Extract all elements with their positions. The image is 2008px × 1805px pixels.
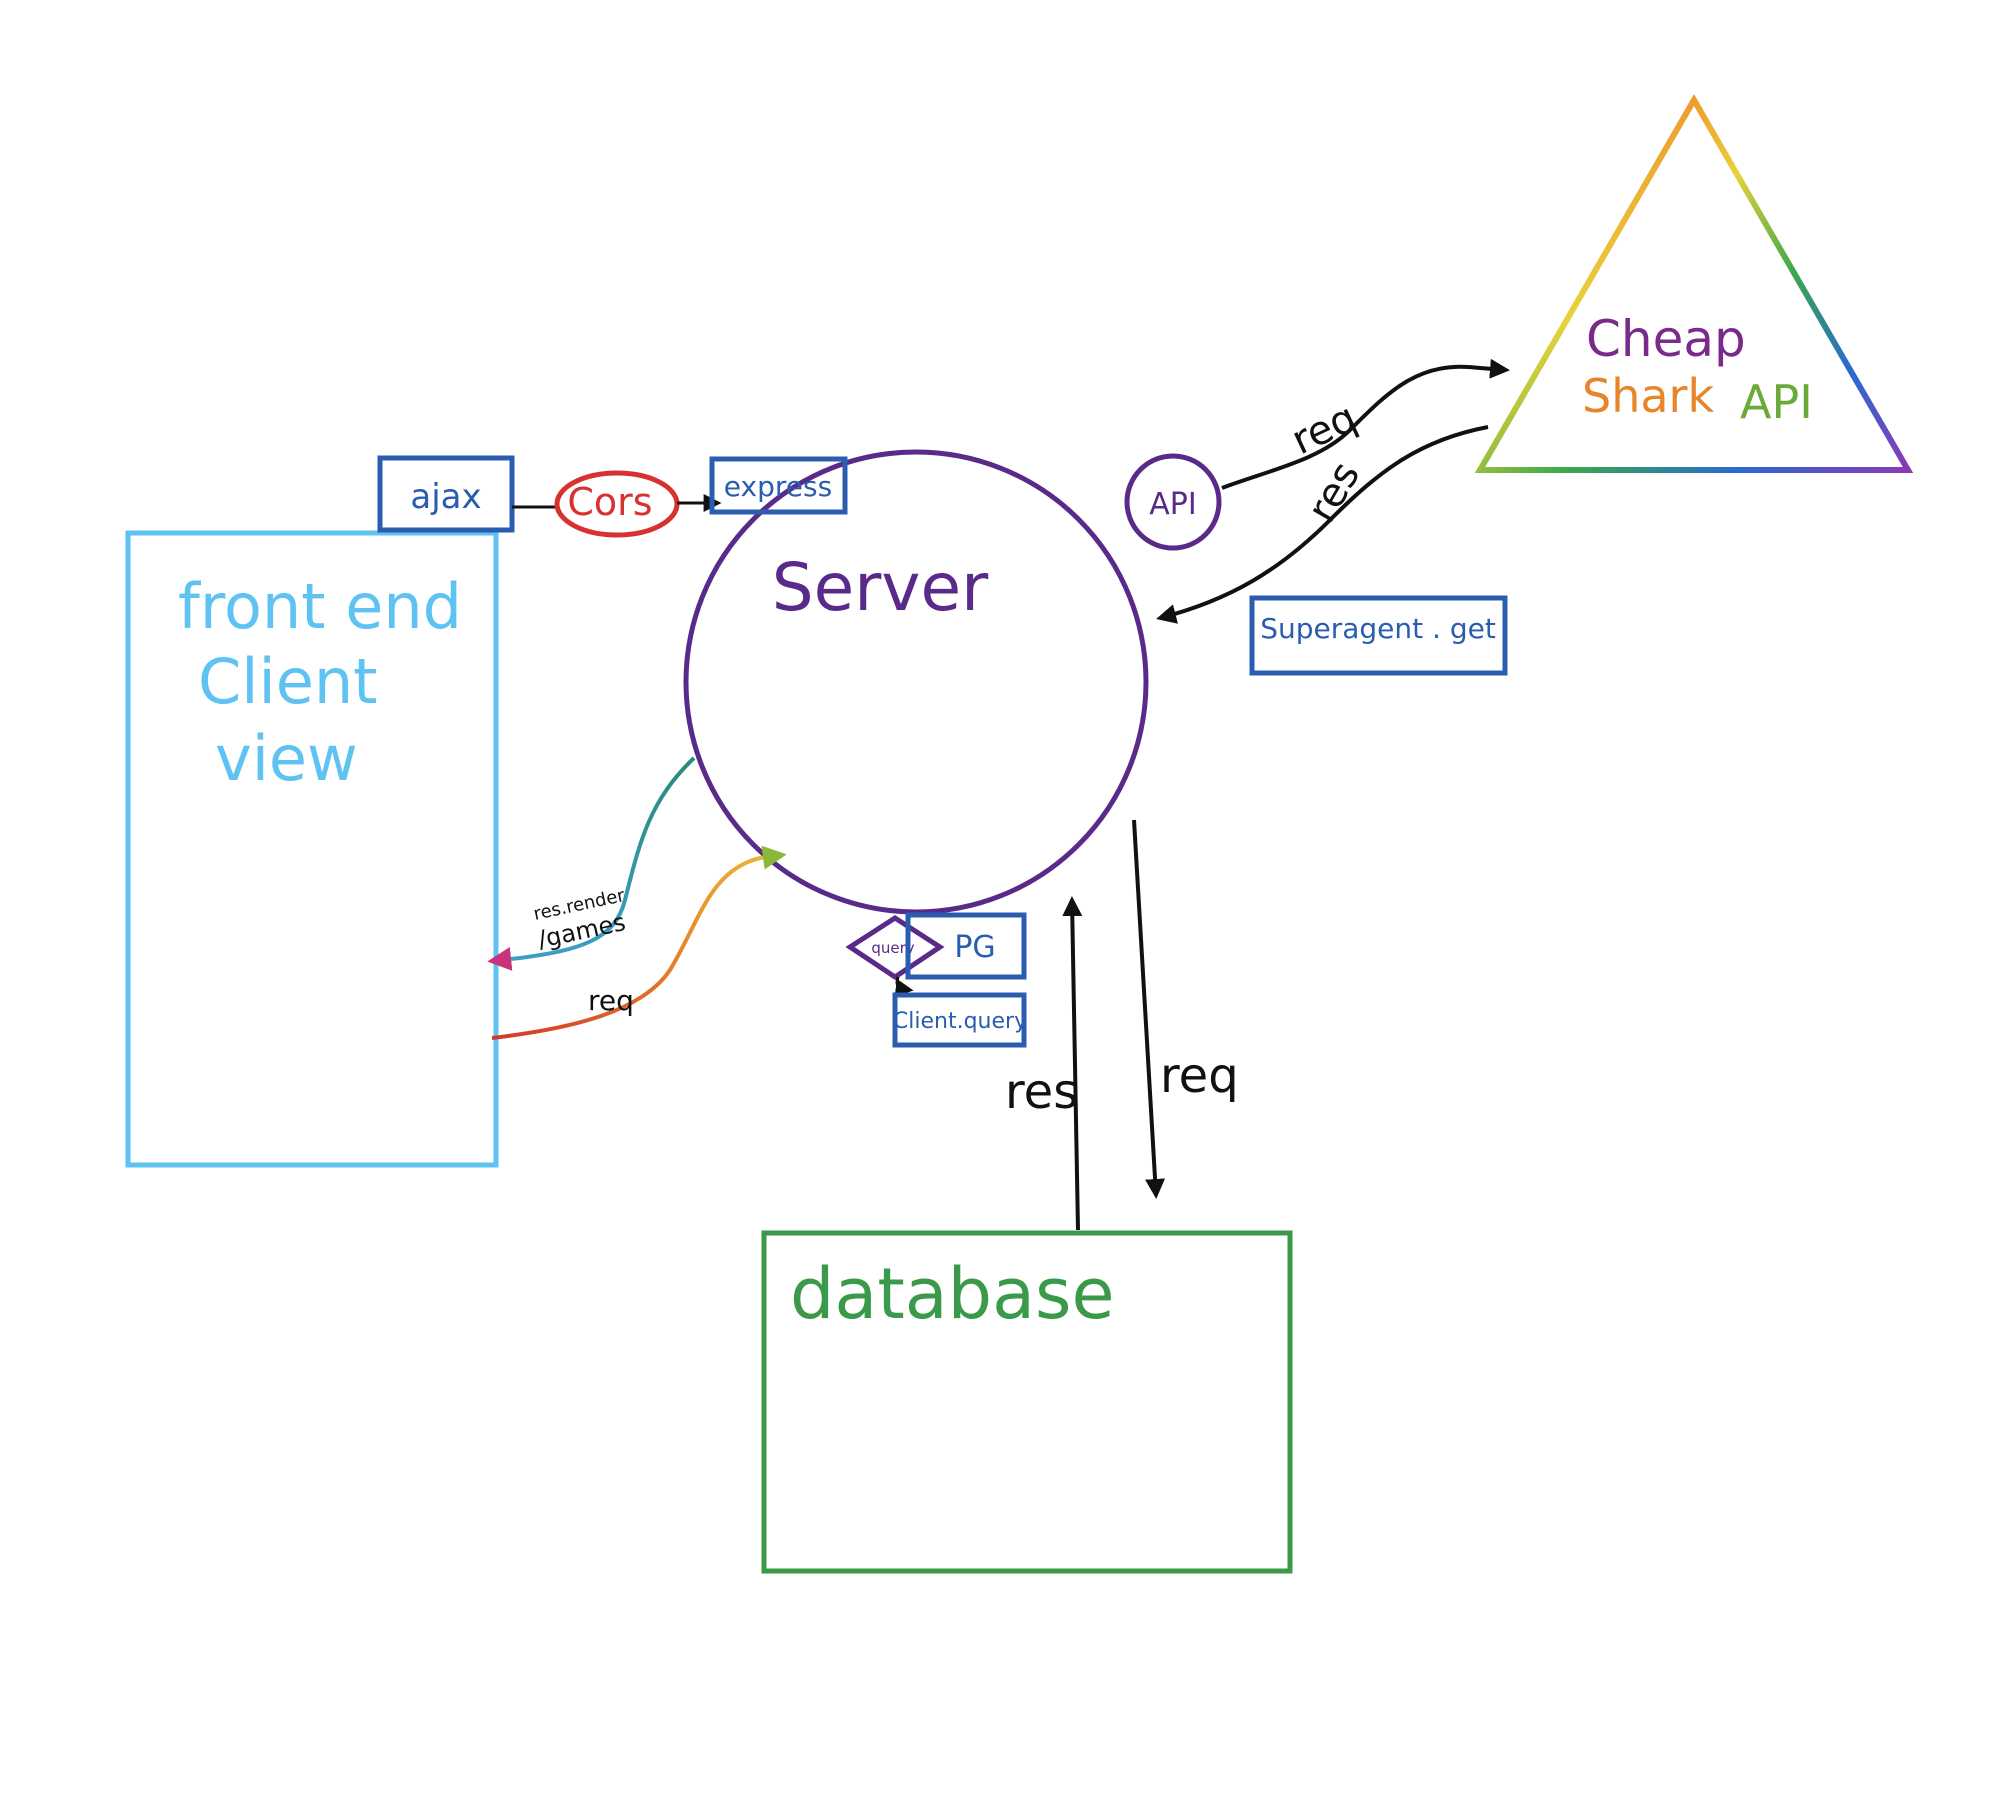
res-from-cheapshark-label: res [1299, 454, 1369, 530]
pg-node: PG [905, 912, 1027, 980]
express-label: express [724, 470, 832, 503]
server-label: Server [772, 549, 989, 626]
frontend-label-line3: view [215, 722, 358, 795]
req-to-database-arrow [1132, 819, 1166, 1199]
req-to-cheapshark-label: req [1285, 395, 1364, 464]
client-query-node: Client.query [892, 992, 1027, 1048]
client-query-box [892, 992, 1027, 1048]
client-query-label: Client.query [893, 1009, 1027, 1034]
server-circle [683, 449, 1149, 915]
cheapshark-api-node: Cheap Shark API [1474, 94, 1914, 473]
frontend-label-line1: front end [178, 570, 462, 643]
api-node: API [1124, 453, 1222, 551]
express-box [709, 456, 848, 515]
superagent-node: Superagent . get [1249, 595, 1508, 676]
query-diamond-label: query [871, 939, 914, 957]
server-node: Server [683, 449, 1149, 915]
cheapshark-label-api: API [1740, 375, 1813, 429]
ajax-node: ajax [377, 455, 515, 533]
cheapshark-label-cheap: Cheap [1586, 310, 1746, 368]
ajax-label: ajax [410, 477, 481, 517]
cors-node: Cors [554, 470, 680, 538]
req-from-client-arrow [491, 845, 787, 1040]
frontend-client-node: front end Client view [125, 530, 499, 1168]
query-node: query [845, 915, 945, 981]
res-from-database-label: res [1005, 1064, 1078, 1120]
ajax-box [377, 455, 515, 533]
superagent-box [1249, 595, 1508, 676]
req-from-client-label: req [588, 984, 634, 1017]
database-label: database [790, 1253, 1115, 1335]
query-diamond [845, 915, 945, 981]
req-to-database-label: req [1160, 1048, 1239, 1104]
res-from-database-arrow [1062, 896, 1083, 1231]
api-circle [1124, 453, 1222, 551]
superagent-label: Superagent . get [1260, 612, 1496, 645]
cors-label: Cors [567, 480, 652, 524]
res-render-arrow [487, 756, 696, 971]
database-box [761, 1230, 1293, 1574]
express-node: express [709, 456, 848, 515]
pg-box [905, 912, 1027, 980]
frontend-client-box [125, 530, 499, 1168]
database-node: database [761, 1230, 1293, 1574]
pg-label: PG [954, 930, 995, 965]
api-circle-label: API [1149, 487, 1196, 522]
req-to-cheapshark-arrow [1221, 358, 1510, 490]
res-from-cheapshark-arrow [1156, 425, 1489, 624]
query-to-clientquery-arrow [894, 976, 914, 997]
frontend-label-line2: Client [198, 645, 378, 718]
cheapshark-triangle [1474, 94, 1914, 473]
cheapshark-label-shark: Shark [1582, 369, 1714, 423]
